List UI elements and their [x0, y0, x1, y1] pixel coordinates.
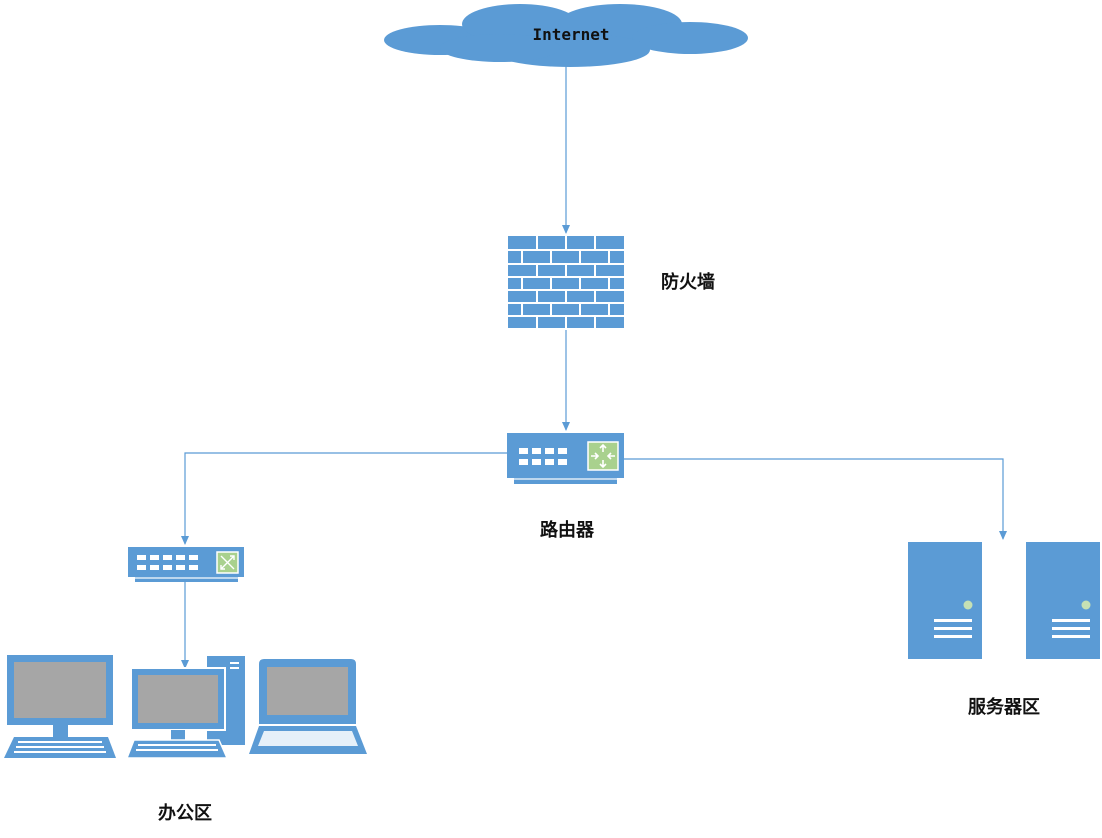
router-label: 路由器 — [540, 519, 595, 541]
server-icon-1 — [908, 542, 982, 659]
office-laptop-icon — [249, 659, 367, 754]
internet-cloud: Internet — [384, 4, 748, 67]
servers-label: 服务器区 — [968, 696, 1040, 718]
office-desktop-icon — [125, 656, 245, 759]
office-monitor-icon — [4, 655, 116, 758]
internet-label: Internet — [532, 25, 609, 44]
edge-router-servers — [624, 458, 1007, 540]
router-icon — [507, 433, 624, 484]
firewall-label: 防火墙 — [661, 271, 715, 293]
connectors — [181, 66, 1007, 669]
server-icon-2 — [1026, 542, 1100, 659]
office-label: 办公区 — [158, 802, 212, 824]
edge-router-switch — [181, 452, 507, 545]
firewall-icon — [508, 236, 624, 328]
switch-icon — [128, 547, 244, 582]
